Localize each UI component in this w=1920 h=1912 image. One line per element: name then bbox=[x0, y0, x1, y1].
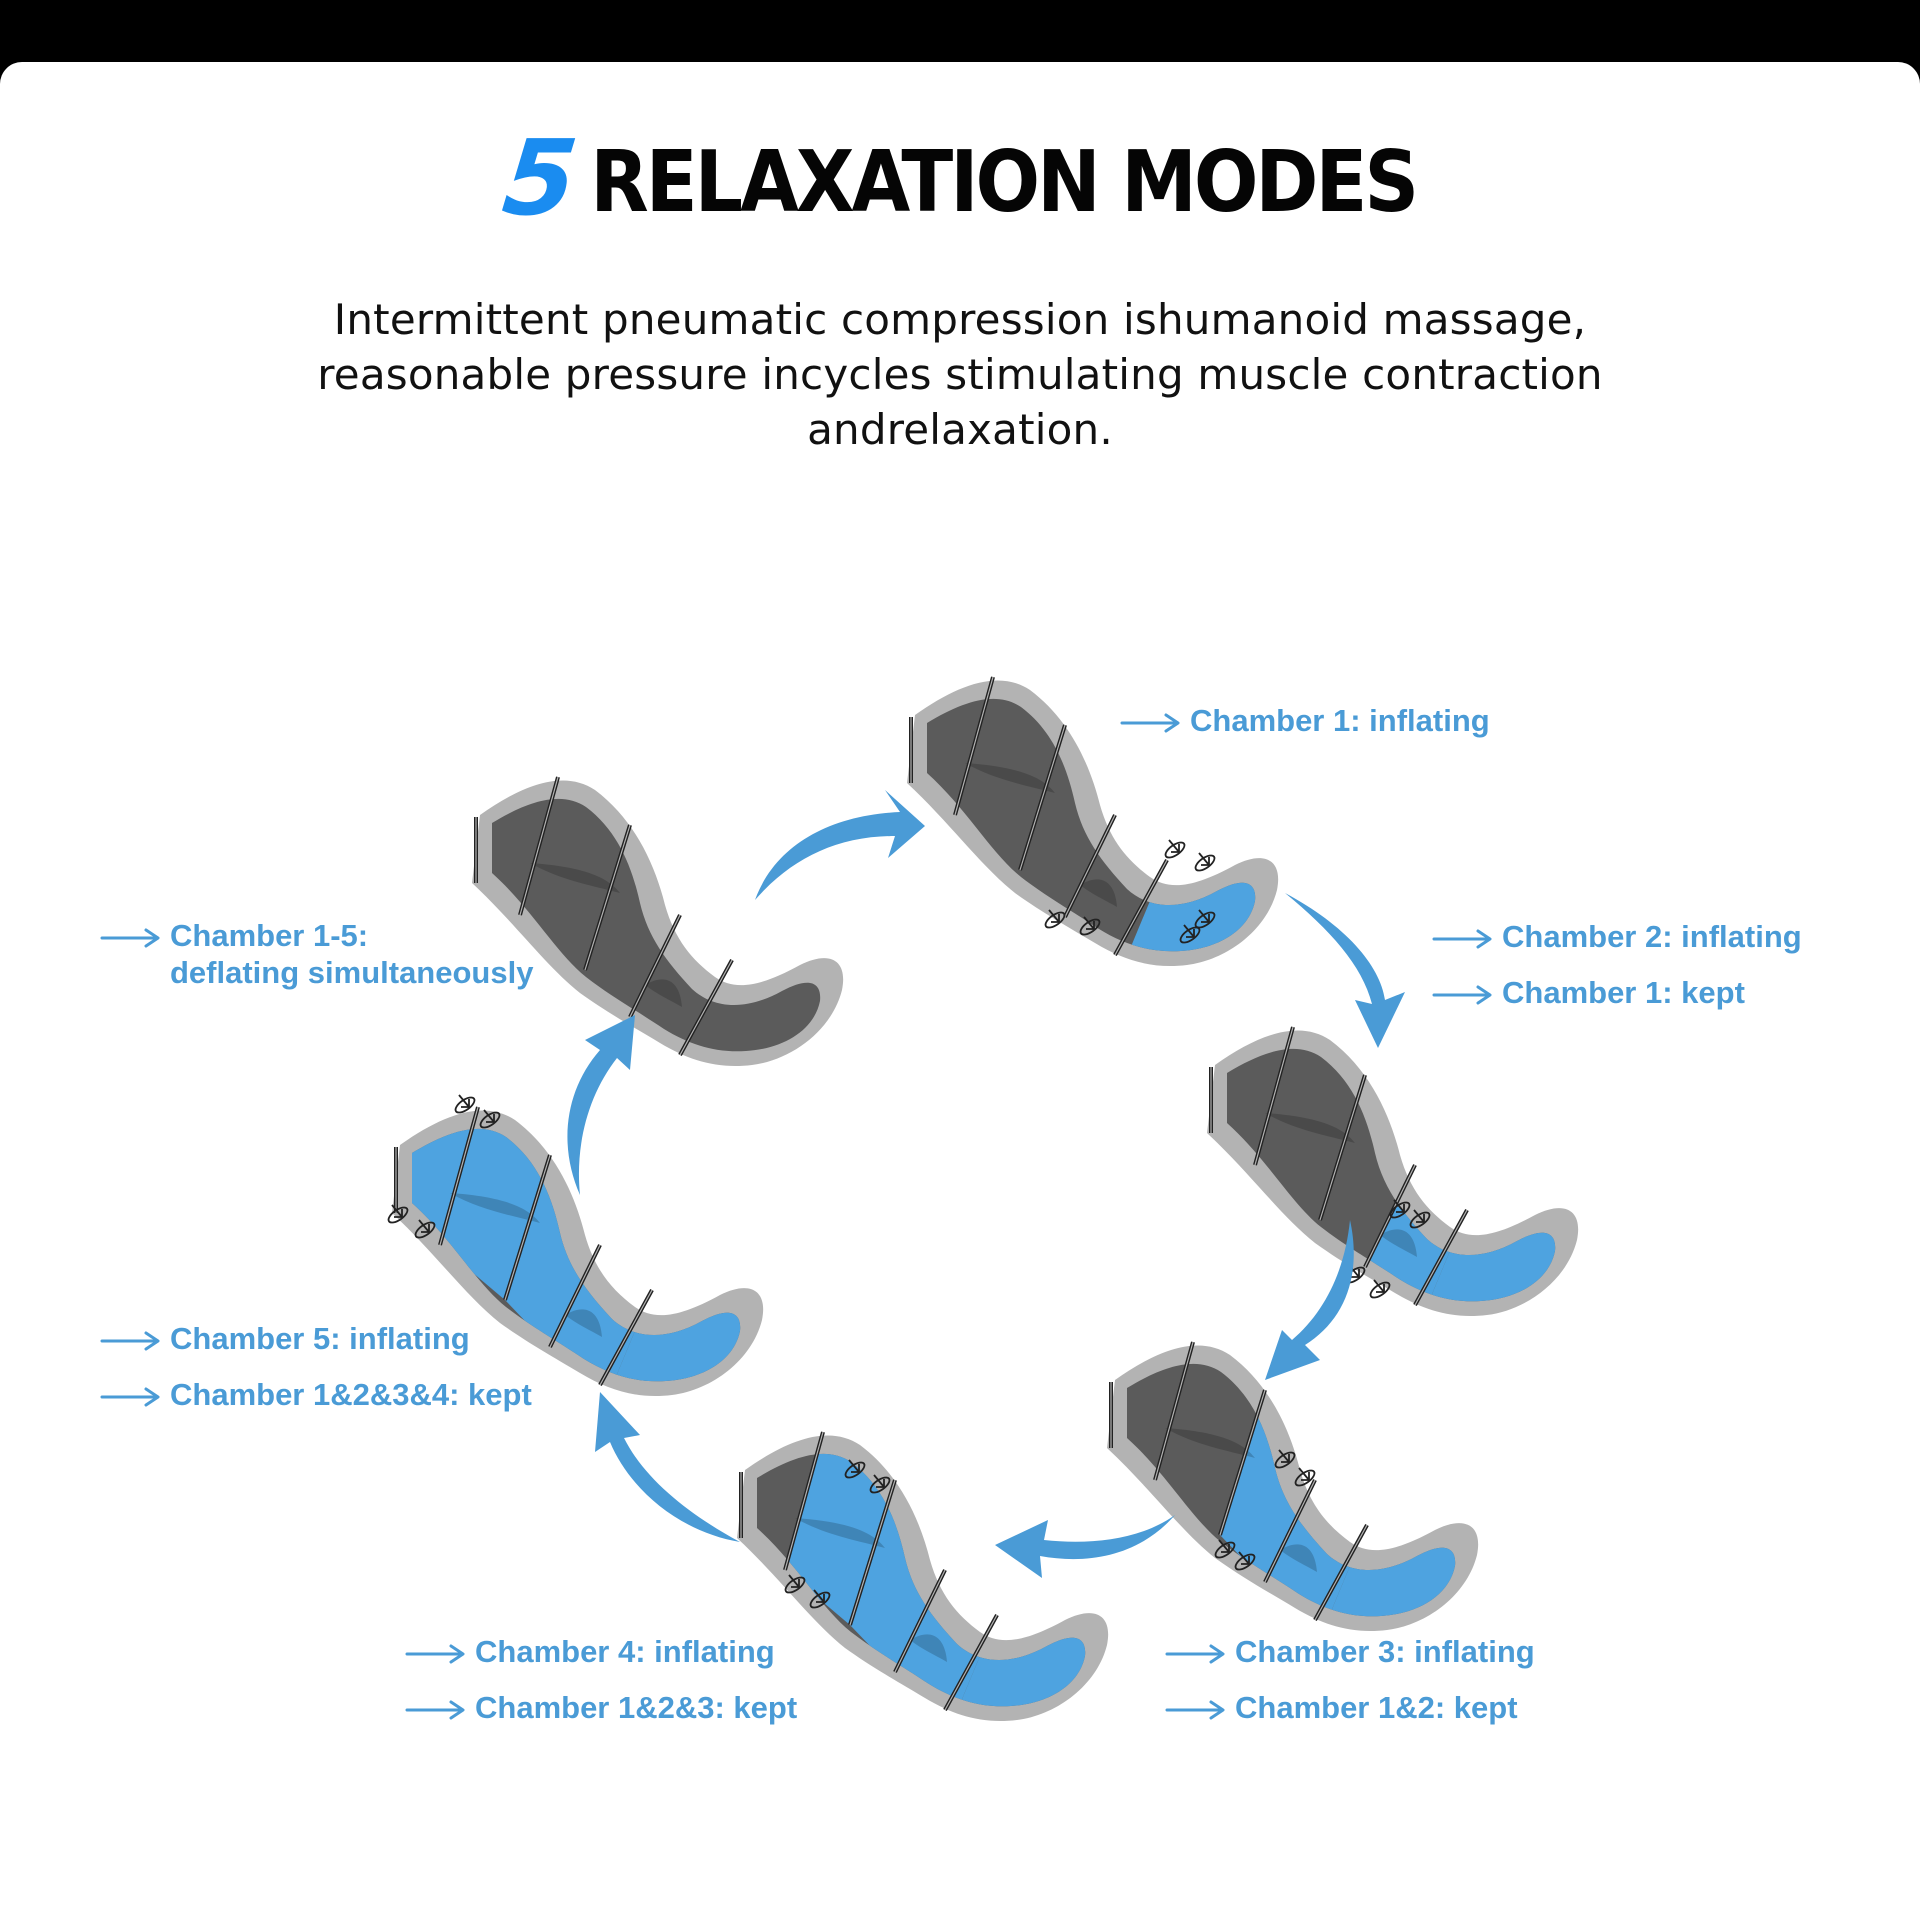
circular-pressure-arrow-icon bbox=[1274, 1449, 1296, 1469]
subtitle-line: andrelaxation. bbox=[807, 405, 1113, 454]
circular-pressure-arrow-icon bbox=[387, 1204, 409, 1224]
label-group-deflating: Chamber 1-5: deflating simultaneously bbox=[100, 917, 533, 991]
curved-arrow-icon bbox=[1285, 893, 1405, 1048]
muscle-shade bbox=[1265, 1113, 1355, 1143]
label-text: Chamber 1&2&3&4: kept bbox=[170, 1377, 532, 1412]
muscle-shade bbox=[795, 1518, 885, 1548]
label-group-chamber-1: Chamber 1: inflating bbox=[1120, 702, 1490, 739]
circular-pressure-arrow-icon bbox=[1164, 839, 1186, 859]
curved-arrow-icon bbox=[995, 1515, 1175, 1578]
circular-pressure-arrow-icon bbox=[869, 1474, 891, 1494]
curved-arrow-icon bbox=[1265, 1220, 1354, 1380]
circular-pressure-arrow-icon bbox=[784, 1574, 806, 1594]
chamber-1-inflated bbox=[1415, 1155, 1556, 1302]
leg-chamber-1 bbox=[907, 676, 1279, 967]
subtitle: Intermittent pneumatic compression ishum… bbox=[200, 292, 1720, 457]
curved-arrow-icon bbox=[755, 790, 925, 900]
long-right-arrow-icon bbox=[1165, 1644, 1225, 1664]
muscle-shade bbox=[965, 763, 1055, 793]
circular-pressure-arrow-icon bbox=[1079, 916, 1101, 936]
circular-pressure-arrow-icon bbox=[1409, 1209, 1431, 1229]
long-right-arrow-icon bbox=[100, 1387, 160, 1407]
label-text: Chamber 5: inflating bbox=[170, 1321, 470, 1356]
circular-pressure-arrow-icon bbox=[809, 1589, 831, 1609]
circular-pressure-arrow-icon bbox=[1179, 924, 1201, 944]
chamber-4-inflated bbox=[440, 1128, 550, 1300]
muscle-shade bbox=[645, 979, 682, 1007]
circular-pressure-arrow-icon bbox=[1234, 1551, 1256, 1571]
label-text: Chamber 1-5: bbox=[170, 918, 369, 953]
chamber-1-inflated bbox=[1315, 1470, 1456, 1617]
long-right-arrow-icon bbox=[100, 1331, 160, 1351]
label-text: Chamber 3: inflating bbox=[1235, 1634, 1535, 1669]
muscle-shade bbox=[1280, 1544, 1317, 1572]
muscle-shade bbox=[1080, 879, 1117, 907]
label-text: Chamber 1&2: kept bbox=[1235, 1690, 1518, 1725]
muscle-shade bbox=[910, 1634, 947, 1662]
label-group-chamber-5: Chamber 5: inflating Chamber 1&2&3&4: ke… bbox=[100, 1320, 532, 1413]
circular-pressure-arrow-icon bbox=[844, 1459, 866, 1479]
muscle-shade bbox=[1380, 1229, 1417, 1257]
muscle-shade bbox=[1165, 1428, 1255, 1458]
circular-pressure-arrow-icon bbox=[1044, 909, 1066, 929]
chamber-4-inflated bbox=[785, 1453, 895, 1625]
page-title: 5RELAXATION MODES bbox=[0, 117, 1920, 239]
circular-pressure-arrow-icon bbox=[1214, 1539, 1236, 1559]
long-right-arrow-icon bbox=[1432, 929, 1492, 949]
content-card bbox=[0, 62, 1920, 1912]
label-text: Chamber 1: inflating bbox=[1190, 703, 1490, 738]
label-group-chamber-3: Chamber 3: inflating Chamber 1&2: kept bbox=[1165, 1633, 1535, 1726]
circular-pressure-arrow-icon bbox=[414, 1219, 436, 1239]
chamber-1-inflated bbox=[600, 1235, 741, 1382]
muscle-shade bbox=[530, 863, 620, 893]
long-right-arrow-icon bbox=[1432, 985, 1492, 1005]
muscle-shade bbox=[565, 1309, 602, 1337]
curved-arrow-icon bbox=[567, 1015, 635, 1195]
leg-chamber-2 bbox=[1207, 1026, 1579, 1317]
long-right-arrow-icon bbox=[100, 928, 160, 948]
chamber-1-inflated bbox=[1115, 805, 1256, 952]
circular-pressure-arrow-icon bbox=[454, 1094, 476, 1114]
chamber-5-inflated bbox=[412, 1128, 478, 1245]
label-text: Chamber 4: inflating bbox=[475, 1634, 775, 1669]
label-group-chamber-4: Chamber 4: inflating Chamber 1&2&3: kept bbox=[405, 1633, 797, 1726]
circular-pressure-arrow-icon bbox=[1294, 1467, 1316, 1487]
label-text: Chamber 1&2&3: kept bbox=[475, 1690, 798, 1725]
subtitle-line: reasonable pressure incycles stimulating… bbox=[317, 350, 1603, 399]
long-right-arrow-icon bbox=[405, 1644, 465, 1664]
long-right-arrow-icon bbox=[1120, 713, 1180, 733]
circular-pressure-arrow-icon bbox=[1194, 852, 1216, 872]
circular-pressure-arrow-icon bbox=[479, 1109, 501, 1129]
title-text: RELAXATION MODES bbox=[590, 131, 1419, 232]
label-group-chamber-2: Chamber 2: inflating Chamber 1: kept bbox=[1432, 918, 1802, 1011]
subtitle-line: Intermittent pneumatic compression ishum… bbox=[333, 295, 1587, 344]
muscle-shade bbox=[450, 1193, 540, 1223]
long-right-arrow-icon bbox=[1165, 1700, 1225, 1720]
label-text: Chamber 2: inflating bbox=[1502, 919, 1802, 954]
circular-pressure-arrow-icon bbox=[1389, 1199, 1411, 1219]
long-right-arrow-icon bbox=[405, 1700, 465, 1720]
label-text: deflating simultaneously bbox=[170, 955, 534, 990]
label-text: Chamber 1: kept bbox=[1502, 975, 1745, 1010]
chamber-1-inflated bbox=[945, 1560, 1086, 1707]
circular-pressure-arrow-icon bbox=[1369, 1279, 1391, 1299]
circular-pressure-arrow-icon bbox=[1194, 909, 1216, 929]
curved-arrow-icon bbox=[595, 1392, 740, 1542]
